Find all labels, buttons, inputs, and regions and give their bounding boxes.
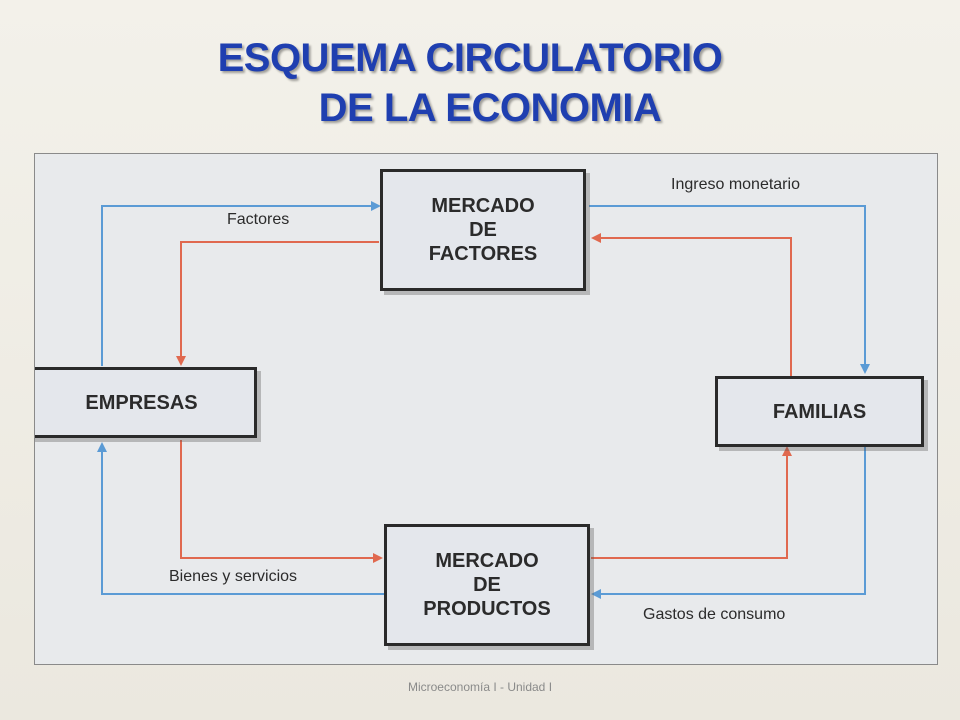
- node-mercado-de-factores-line-3: FACTORES: [428, 243, 538, 265]
- circular-flow-diagram: MERCADO DE FACTORES EMPRESAS FAMILIAS ME…: [34, 153, 938, 665]
- title-line-2: DE LA ECONOMIA: [318, 86, 662, 130]
- arrow-productos-to-familias: [591, 446, 792, 559]
- arrow-productos-to-empresas: [97, 442, 387, 595]
- arrow-factores-to-market: [101, 201, 381, 366]
- node-empresas-label: EMPRESAS: [85, 391, 198, 414]
- label-gastos-de-consumo: Gastos de consumo: [643, 606, 786, 623]
- flow-arrows: [97, 201, 870, 599]
- node-familias-label: FAMILIAS: [772, 400, 867, 423]
- node-mercado-de-factores: MERCADO DE FACTORES: [380, 169, 586, 291]
- node-mercado-de-productos: MERCADO DE PRODUCTOS: [384, 524, 590, 646]
- arrow-familias-to-factores: [591, 233, 792, 376]
- title-line-1: ESQUEMA CIRCULATORIO: [217, 36, 723, 80]
- footer-text: Microeconomía I - Unidad I: [407, 680, 553, 694]
- node-empresas: EMPRESAS: [35, 367, 257, 438]
- node-mercado-de-productos-line-3: PRODUCTOS: [423, 598, 551, 620]
- label-factores: Factores: [227, 211, 290, 228]
- node-mercado-de-productos-line-2: DE: [473, 574, 501, 596]
- node-mercado-de-factores-line-2: DE: [469, 219, 497, 241]
- arrow-bienes-y-servicios: [180, 440, 383, 563]
- label-ingreso-monetario: Ingreso monetario: [671, 176, 800, 193]
- label-bienes-y-servicios: Bienes y servicios: [169, 568, 298, 585]
- arrow-market-to-empresas: [176, 241, 379, 366]
- node-mercado-de-productos-line-1: MERCADO: [435, 550, 539, 572]
- node-mercado-de-factores-line-1: MERCADO: [431, 195, 535, 217]
- arrow-gastos-de-consumo: [591, 446, 866, 599]
- arrow-ingreso-monetario: [589, 205, 870, 374]
- node-familias: FAMILIAS: [715, 376, 924, 447]
